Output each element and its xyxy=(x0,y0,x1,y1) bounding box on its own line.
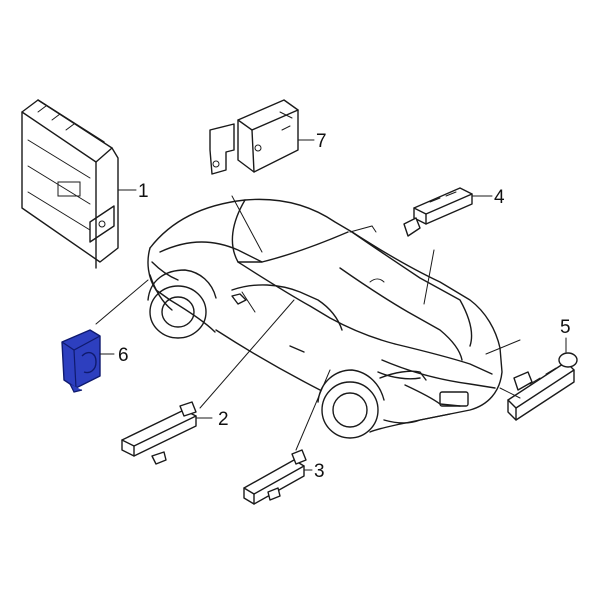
leader-lines xyxy=(95,139,567,471)
callout-1: 1 xyxy=(138,181,149,202)
part-4-antenna xyxy=(403,187,473,237)
part-1-control-module xyxy=(21,99,119,269)
part-7-bracket-module xyxy=(209,99,299,175)
callout-4: 4 xyxy=(494,187,505,208)
callout-5: 5 xyxy=(560,317,571,338)
callout-6: 6 xyxy=(118,345,129,366)
vehicle-illustration xyxy=(147,198,503,439)
part-2-antenna xyxy=(121,401,197,465)
part-5-antenna xyxy=(507,352,578,421)
callout-7: 7 xyxy=(316,131,327,152)
callout-2: 2 xyxy=(218,409,229,430)
part-3-antenna xyxy=(243,449,307,505)
part-6-sensor-highlighted xyxy=(61,329,101,393)
callout-3: 3 xyxy=(314,461,325,482)
